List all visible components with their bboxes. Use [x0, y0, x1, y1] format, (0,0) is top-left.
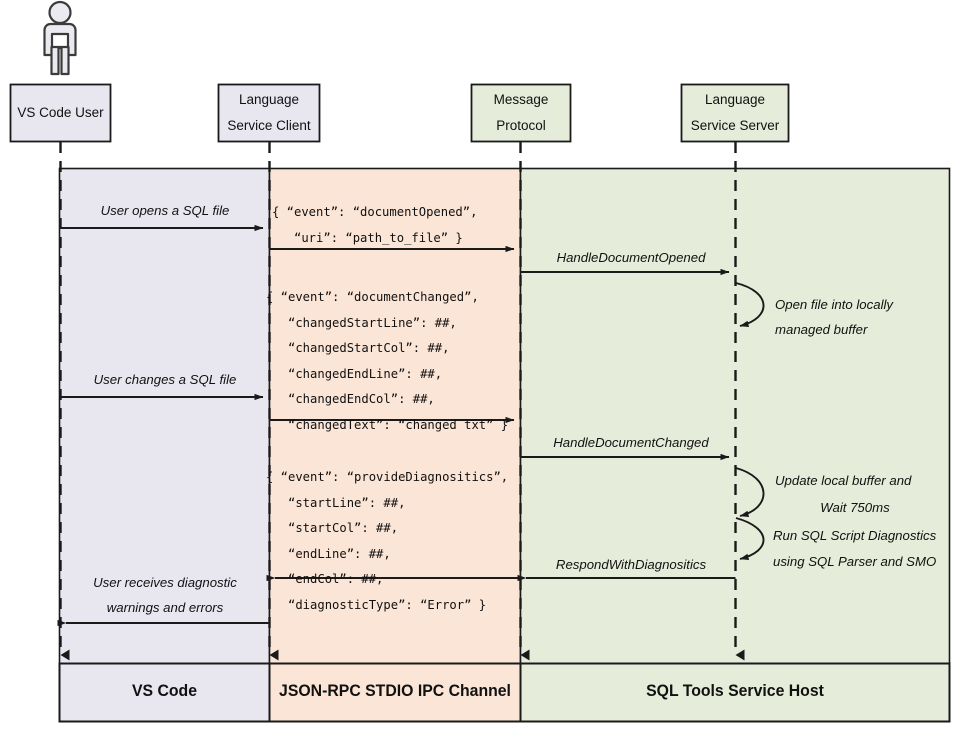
self-loop-update-buffer [735, 467, 765, 518]
self-call-loops [735, 282, 765, 561]
label-user-receives-diagnostics-line1: User receives diagnostic [93, 575, 237, 590]
note-update-buffer-line2: Wait 750ms [820, 500, 890, 515]
footer-segment-ipc [268, 662, 522, 723]
participant-language-service-server-line1: Language [704, 92, 766, 107]
payload-document-changed: { “event”: “documentChanged”, “changedSt… [266, 290, 509, 432]
participant-language-service-client-line2: Service Client [227, 118, 311, 133]
participant-language-service-client[interactable]: Language Service Client [218, 84, 320, 142]
note-run-diagnostics-line2: using SQL Parser and SMO [773, 554, 937, 569]
participant-message-protocol-line2: Protocol [496, 118, 546, 133]
participant-language-service-server-line2: Service Server [690, 118, 780, 133]
participant-vscode-user-line1: VS Code User [17, 105, 104, 120]
payload-provide-diagnositics: { “event”: “provideDiagnositics”, “start… [266, 470, 509, 612]
header-box-language-service-client [217, 83, 321, 143]
label-user-changes-file: User changes a SQL file [93, 372, 237, 387]
footer-segment-host [519, 662, 951, 723]
note-open-file-line2: managed buffer [775, 322, 868, 337]
participant-message-protocol[interactable]: Message Protocol [471, 84, 571, 142]
label-handle-document-changed: HandleDocumentChanged [553, 435, 709, 450]
note-open-file-line1: Open file into locally [775, 297, 894, 312]
participant-boxes [9, 83, 790, 143]
person-icon [43, 0, 77, 76]
footer-label-host: SQL Tools Service Host [646, 681, 824, 700]
label-respond-with-diagnositics: RespondWithDiagnositics [555, 557, 707, 572]
band-vscode [58, 167, 271, 665]
self-loop-open-file [735, 282, 765, 328]
footer-label-ipc: JSON-RPC STDIO IPC Channel [279, 681, 511, 700]
footer-bar [58, 662, 951, 723]
band-ipc [268, 167, 522, 665]
participant-language-service-client-line1: Language [238, 92, 300, 107]
note-update-buffer-line1: Update local buffer and [775, 473, 912, 488]
payload-document-opened: { “event”: “documentOpened”, “uri”: “pat… [272, 205, 478, 245]
self-loop-run-diagnostics [735, 517, 765, 561]
label-user-receives-diagnostics-line2: warnings and errors [106, 600, 224, 615]
participant-vscode-user[interactable]: VS Code User [10, 84, 111, 142]
participant-message-protocol-line1: Message [493, 92, 549, 107]
note-run-diagnostics-line1: Run SQL Script Diagnostics [773, 528, 937, 543]
footer-label-vs-code: VS Code [131, 681, 198, 700]
footer-segment-vs-code [58, 662, 271, 723]
label-user-opens-file: User opens a SQL file [100, 203, 230, 218]
message-arrows [57, 224, 736, 627]
header-box-message-protocol [470, 83, 572, 143]
label-handle-document-opened: HandleDocumentOpened [556, 250, 706, 265]
header-box-language-service-server [680, 83, 790, 143]
header-box-vscode-user [9, 83, 112, 143]
participant-language-service-server[interactable]: Language Service Server [681, 84, 789, 142]
